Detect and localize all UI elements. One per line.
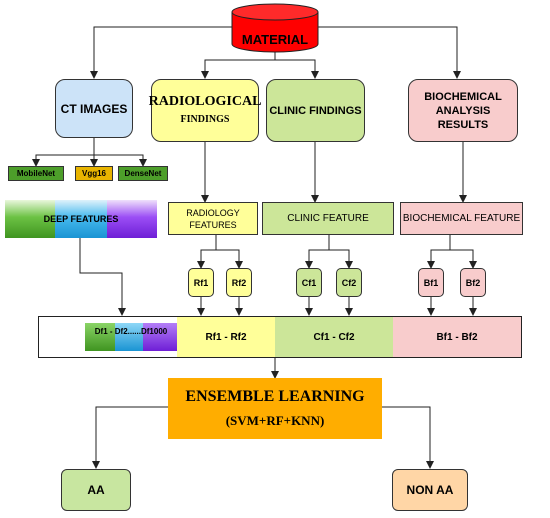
vgg16-label: Vgg16 bbox=[81, 169, 106, 178]
ensemble-learning-node: ENSEMBLE LEARNING (SVM+RF+KNN) bbox=[168, 378, 382, 439]
aa-output-node: AA bbox=[61, 469, 131, 511]
radiology-features-label-2: FEATURES bbox=[189, 219, 237, 230]
vector-df-purple bbox=[143, 323, 177, 351]
vector-df-mid-label: ...... bbox=[127, 327, 141, 336]
deep-features-purple-segment bbox=[107, 200, 157, 238]
biochemical-node: BIOCHEMICAL ANALYSIS RESULTS bbox=[408, 79, 518, 142]
clinic-feature-label: CLINIC FEATURE bbox=[287, 213, 369, 224]
biochemical-feature-node: BIOCHEMICAL FEATURE bbox=[400, 202, 523, 235]
bf1-label: Bf1 bbox=[423, 277, 439, 288]
biochemical-label-1: BIOCHEMICAL bbox=[424, 90, 502, 103]
cf1-node: Cf1 bbox=[296, 268, 322, 297]
vector-rf-label: Rf1 - Rf2 bbox=[205, 331, 247, 343]
ct-images-label: CT IMAGES bbox=[60, 101, 128, 116]
biochemical-feature-label: BIOCHEMICAL FEATURE bbox=[402, 213, 521, 224]
bf2-node: Bf2 bbox=[460, 268, 486, 297]
vector-rf-segment: Rf1 - Rf2 bbox=[177, 317, 275, 357]
densenet-label: DenseNet bbox=[124, 169, 162, 178]
deep-features-green-segment bbox=[5, 200, 55, 238]
radiological-findings-node: RADIOLOGICAL FINDINGS bbox=[148, 79, 262, 142]
vector-df-blue bbox=[115, 323, 143, 351]
rf2-label: Rf2 bbox=[231, 277, 247, 288]
vector-bf-segment: Bf1 - Bf2 bbox=[393, 317, 521, 357]
ct-images-node: CT IMAGES bbox=[55, 79, 133, 138]
combined-feature-vector: Df1 - Df2......Df1000 Rf1 - Rf2 Cf1 - Cf… bbox=[38, 316, 522, 358]
cf2-label: Cf2 bbox=[341, 277, 357, 288]
cf1-label: Cf1 bbox=[301, 277, 317, 288]
non-aa-label: NON AA bbox=[406, 483, 454, 497]
radiological-label-2: FINDINGS bbox=[180, 113, 230, 125]
vector-cf-label: Cf1 - Cf2 bbox=[313, 331, 355, 343]
vector-df-label: Df1 - Df2......Df1000 bbox=[85, 317, 177, 359]
aa-label: AA bbox=[87, 483, 105, 497]
clinic-findings-node: CLINIC FINDINGS bbox=[266, 79, 365, 142]
radiological-label-1: RADIOLOGICAL bbox=[148, 93, 262, 109]
non-aa-output-node: NON AA bbox=[392, 469, 468, 511]
mobilenet-label: MobileNet bbox=[16, 169, 56, 178]
biochemical-label-3: RESULTS bbox=[437, 118, 489, 131]
vector-bf-label: Bf1 - Bf2 bbox=[436, 331, 478, 343]
rf1-node: Rf1 bbox=[188, 268, 214, 297]
rf1-label: Rf1 bbox=[193, 277, 209, 288]
densenet-node: DenseNet bbox=[118, 166, 168, 181]
mobilenet-node: MobileNet bbox=[8, 166, 64, 181]
ensemble-label-1: ENSEMBLE LEARNING bbox=[185, 387, 365, 405]
deep-features-bar: DEEP FEATURES bbox=[5, 200, 157, 238]
vector-empty-segment bbox=[39, 317, 85, 357]
deep-features-label: DEEP FEATURES bbox=[43, 214, 119, 224]
deep-features-blue-segment bbox=[55, 200, 107, 238]
ensemble-label-2: (SVM+RF+KNN) bbox=[225, 412, 325, 428]
vgg16-node: Vgg16 bbox=[75, 166, 113, 181]
bf2-label: Bf2 bbox=[465, 277, 481, 288]
vector-df-green bbox=[85, 323, 115, 351]
rf2-node: Rf2 bbox=[226, 268, 252, 297]
vector-df1-label: Df1 - Df2 bbox=[94, 327, 128, 336]
clinic-feature-node: CLINIC FEATURE bbox=[262, 202, 394, 235]
clinic-findings-label: CLINIC FINDINGS bbox=[269, 104, 362, 117]
cf2-node: Cf2 bbox=[336, 268, 362, 297]
vector-df3-label: Df1000 bbox=[140, 327, 168, 336]
radiology-features-label-1: RADIOLOGY bbox=[186, 207, 240, 218]
bf1-node: Bf1 bbox=[418, 268, 444, 297]
radiology-features-node: RADIOLOGY FEATURES bbox=[168, 202, 258, 235]
vector-cf-segment: Cf1 - Cf2 bbox=[275, 317, 393, 357]
biochemical-label-2: ANALYSIS bbox=[435, 104, 491, 117]
vector-deep-segment: Df1 - Df2......Df1000 bbox=[85, 317, 177, 357]
